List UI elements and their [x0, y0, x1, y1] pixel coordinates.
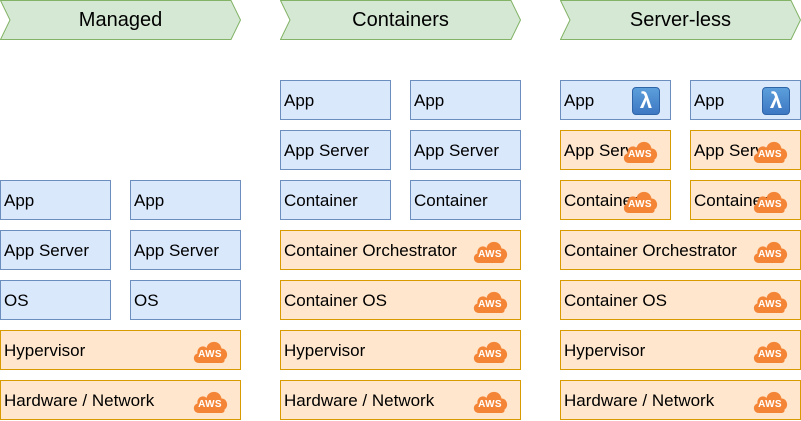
serverless-app-server-box-2: App Server AWS — [690, 130, 801, 170]
containers-hardware-box: Hardware / Network AWS — [280, 380, 521, 420]
aws-badge-text: AWS — [758, 399, 782, 410]
aws-cloud-icon: AWS — [471, 286, 509, 315]
box-label: Container OS — [284, 291, 387, 310]
serverless-container-box-2: Container AWS — [690, 180, 801, 220]
box-label: App Server — [414, 141, 500, 160]
aws-badge-text: AWS — [478, 249, 502, 260]
box-label: Container — [284, 191, 358, 210]
aws-badge-text: AWS — [758, 199, 782, 210]
aws-cloud-icon: AWS — [471, 386, 509, 415]
containers-app-server-box-1: App Server — [280, 130, 391, 170]
managed-hardware-box: Hardware / Network AWS — [0, 380, 241, 420]
box-label: Hardware / Network — [4, 391, 155, 410]
box-label: OS — [134, 291, 159, 310]
aws-badge-text: AWS — [758, 149, 782, 160]
box-label: Container Orchestrator — [284, 241, 457, 260]
box-label: Container Orchestrator — [564, 241, 737, 260]
serverless-container-box-1: Container AWS — [560, 180, 671, 220]
box-label: App — [414, 91, 445, 110]
aws-badge-text: AWS — [758, 349, 782, 360]
managed-os-box-1: OS — [0, 280, 111, 320]
box-label: App — [564, 91, 595, 110]
serverless-app-box-1: App λ — [560, 80, 671, 120]
containers-hypervisor-box: Hypervisor AWS — [280, 330, 521, 370]
aws-cloud-icon: AWS — [471, 336, 509, 365]
box-label: Container — [694, 191, 768, 210]
box-label: App Server — [4, 241, 90, 260]
box-label: Hardware / Network — [564, 391, 715, 410]
aws-cloud-icon: AWS — [191, 336, 229, 365]
managed-app-box-2: App — [130, 180, 241, 220]
header-containers-label: Containers — [352, 9, 449, 31]
aws-cloud-icon: AWS — [751, 286, 789, 315]
header-managed: Managed — [0, 0, 241, 40]
managed-app-server-box-1: App Server — [0, 230, 111, 270]
box-label: App — [134, 191, 165, 210]
header-chevron-shape — [560, 0, 801, 40]
containers-orchestrator-box: Container Orchestrator AWS — [280, 230, 521, 270]
aws-cloud-icon: AWS — [751, 186, 789, 215]
box-label: Hypervisor — [564, 341, 646, 360]
box-label: Hypervisor — [284, 341, 366, 360]
aws-badge-text: AWS — [198, 349, 222, 360]
box-label: Container OS — [564, 291, 667, 310]
serverless-hardware-box: Hardware / Network AWS — [560, 380, 801, 420]
box-label: App Server — [134, 241, 220, 260]
box-label: OS — [4, 291, 29, 310]
box-label: App — [4, 191, 35, 210]
containers-container-box-1: Container — [280, 180, 391, 220]
header-serverless: Server-less — [560, 0, 801, 40]
serverless-container-os-box: Container OS AWS — [560, 280, 801, 320]
box-label: App — [284, 91, 315, 110]
aws-cloud-icon: AWS — [751, 386, 789, 415]
aws-badge-text: AWS — [478, 399, 502, 410]
managed-app-box-1: App — [0, 180, 111, 220]
header-containers: Containers — [280, 0, 521, 40]
aws-badge-text: AWS — [758, 299, 782, 310]
header-chevron-shape — [0, 0, 241, 40]
containers-app-server-box-2: App Server — [410, 130, 521, 170]
aws-cloud-icon: AWS — [621, 186, 659, 215]
serverless-app-box-2: App λ — [690, 80, 801, 120]
managed-app-server-box-2: App Server — [130, 230, 241, 270]
containers-app-box-1: App — [280, 80, 391, 120]
box-label: App — [694, 91, 725, 110]
box-label: Container — [564, 191, 638, 210]
aws-badge-text: AWS — [478, 299, 502, 310]
aws-cloud-icon: AWS — [751, 136, 789, 165]
containers-app-box-2: App — [410, 80, 521, 120]
aws-cloud-icon: AWS — [751, 236, 789, 265]
aws-badge-text: AWS — [758, 249, 782, 260]
header-chevron-shape — [280, 0, 521, 40]
serverless-orchestrator-box: Container Orchestrator AWS — [560, 230, 801, 270]
lambda-icon: λ — [632, 87, 660, 115]
aws-badge-text: AWS — [478, 349, 502, 360]
serverless-hypervisor-box: Hypervisor AWS — [560, 330, 801, 370]
header-managed-label: Managed — [78, 9, 163, 31]
serverless-app-server-box-1: App Server AWS — [560, 130, 671, 170]
containers-container-box-2: Container — [410, 180, 521, 220]
aws-cloud-icon: AWS — [191, 386, 229, 415]
aws-cloud-icon: AWS — [471, 236, 509, 265]
lambda-icon: λ — [762, 87, 790, 115]
containers-container-os-box: Container OS AWS — [280, 280, 521, 320]
aws-badge-text: AWS — [198, 399, 222, 410]
managed-hypervisor-box: Hypervisor AWS — [0, 330, 241, 370]
aws-badge-text: AWS — [628, 149, 652, 160]
box-label: Hardware / Network — [284, 391, 435, 410]
box-label: Container — [414, 191, 488, 210]
aws-cloud-icon: AWS — [751, 336, 789, 365]
box-label: App Server — [284, 141, 370, 160]
aws-badge-text: AWS — [628, 199, 652, 210]
aws-cloud-icon: AWS — [621, 136, 659, 165]
header-serverless-label: Server-less — [629, 9, 732, 31]
box-label: Hypervisor — [4, 341, 86, 360]
managed-os-box-2: OS — [130, 280, 241, 320]
